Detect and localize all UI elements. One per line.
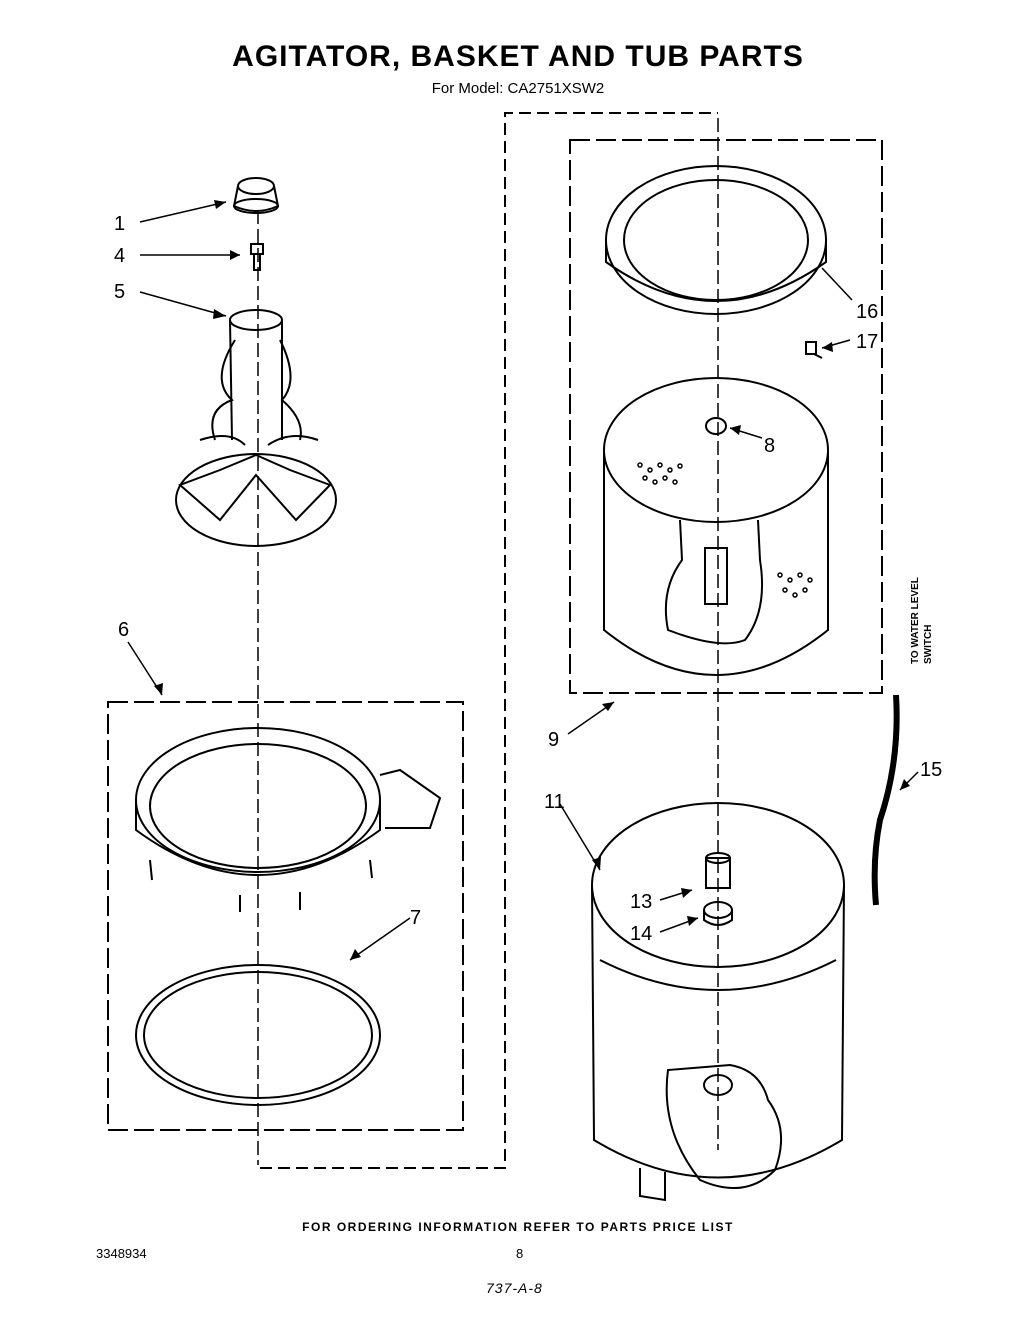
agitator-bolt (250, 243, 264, 271)
callout-16: 16 (856, 301, 878, 323)
part-9-group-box (569, 139, 883, 694)
page-title: AGITATOR, BASKET AND TUB PARTS (232, 40, 804, 73)
arrowheads (154, 200, 910, 960)
part-6-group-box (107, 701, 464, 1131)
callout-6: 6 (118, 619, 129, 641)
tub-bearing (703, 901, 733, 926)
seal-ring (135, 964, 381, 1106)
tub (591, 802, 845, 1202)
callout-11: 11 (544, 791, 565, 813)
water-level-note-line1: TO WATER LEVEL (910, 577, 921, 664)
page-number: 8 (516, 1246, 524, 1261)
balance-ring (605, 165, 827, 315)
revision-code: 737-A-8 (486, 1280, 543, 1296)
ordering-note: FOR ORDERING INFORMATION REFER TO PARTS … (302, 1220, 734, 1234)
callout-5: 5 (114, 281, 125, 303)
callout-9: 9 (548, 729, 559, 751)
document-number: 3348934 (96, 1246, 147, 1261)
basket-nut (705, 417, 727, 435)
callout-13: 13 (630, 891, 652, 913)
water-level-note-line2: SWITCH (923, 624, 934, 664)
hub-seal (705, 852, 731, 889)
agitator (175, 309, 337, 547)
callout-17: 17 (856, 331, 878, 353)
ring-fastener (805, 341, 823, 359)
callout-8: 8 (764, 435, 775, 457)
agitator-cap (232, 177, 280, 214)
callout-4: 4 (114, 245, 125, 267)
callout-7: 7 (410, 907, 421, 929)
callout-15: 15 (920, 759, 942, 781)
callout-1: 1 (114, 213, 125, 235)
basket-ring (135, 727, 442, 912)
callout-14: 14 (630, 923, 652, 945)
model-subtitle: For Model: CA2751XSW2 (431, 80, 605, 97)
connector-line (260, 112, 718, 1169)
water-level-hose (871, 694, 900, 906)
basket (603, 377, 829, 676)
leader-lines (127, 201, 919, 961)
